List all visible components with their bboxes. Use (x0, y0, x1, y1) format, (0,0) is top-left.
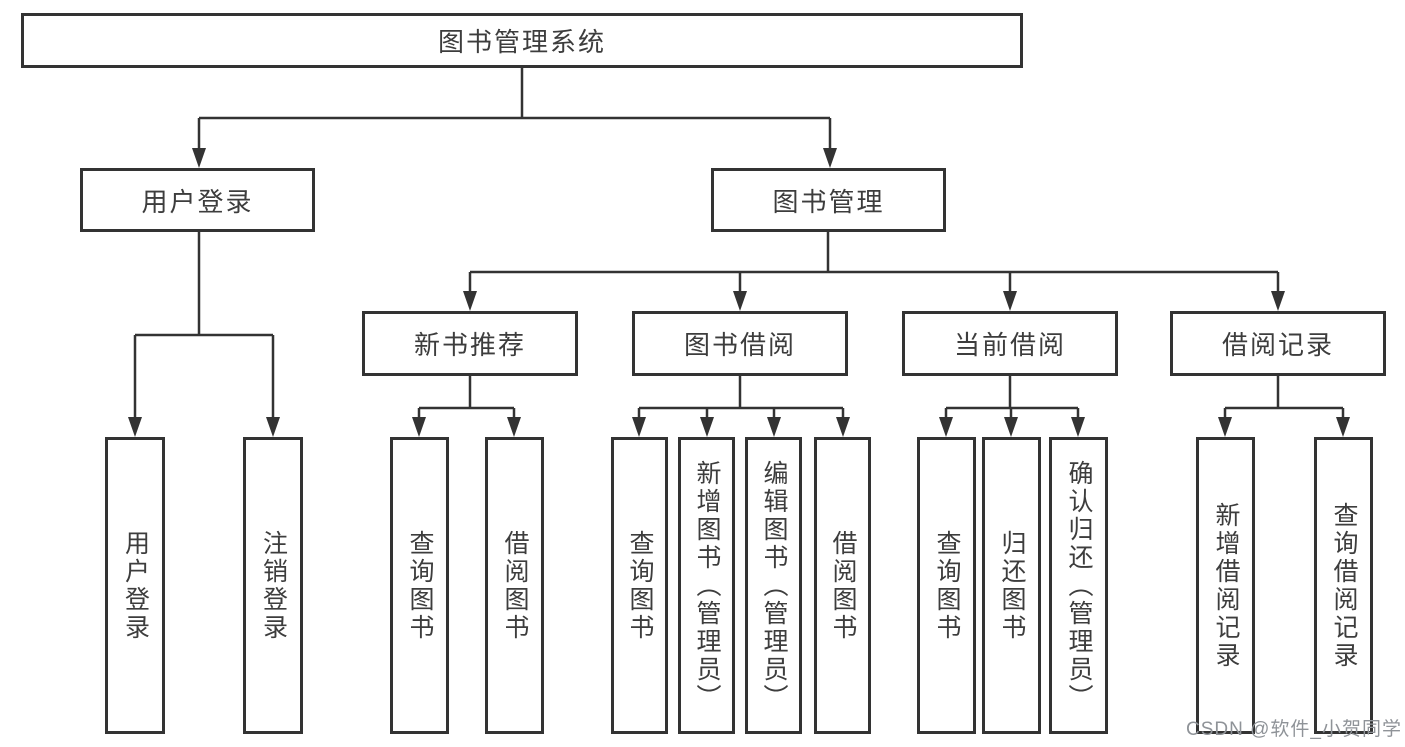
leaf-borrow-books-recommend: 借阅图书 (485, 437, 544, 734)
leaf-user-login: 用户登录 (105, 437, 165, 734)
leaf-edit-book-admin: 编辑图书（管理员） (745, 437, 802, 734)
leaf-return-book: 归还图书 (982, 437, 1041, 734)
leaf-borrow-books: 借阅图书 (814, 437, 871, 734)
leaf-query-borrow-record: 查询借阅记录 (1314, 437, 1373, 734)
node-new-book-recommend: 新书推荐 (362, 311, 578, 376)
leaf-query-books-current: 查询图书 (917, 437, 976, 734)
node-borrow-records: 借阅记录 (1170, 311, 1386, 376)
leaf-query-books-recommend: 查询图书 (390, 437, 449, 734)
node-user-login: 用户登录 (80, 168, 315, 232)
leaf-add-book-admin: 新增图书（管理员） (678, 437, 735, 734)
node-current-borrow: 当前借阅 (902, 311, 1118, 376)
leaf-logout: 注销登录 (243, 437, 303, 734)
node-library-system: 图书管理系统 (21, 13, 1023, 68)
watermark: CSDN @软件_小贺同学 (1186, 719, 1402, 740)
node-book-borrow: 图书借阅 (632, 311, 848, 376)
leaf-query-books-borrow: 查询图书 (611, 437, 668, 734)
leaf-confirm-return-admin: 确认归还（管理员） (1049, 437, 1108, 734)
node-book-management: 图书管理 (711, 168, 946, 232)
leaf-add-borrow-record: 新增借阅记录 (1196, 437, 1255, 734)
